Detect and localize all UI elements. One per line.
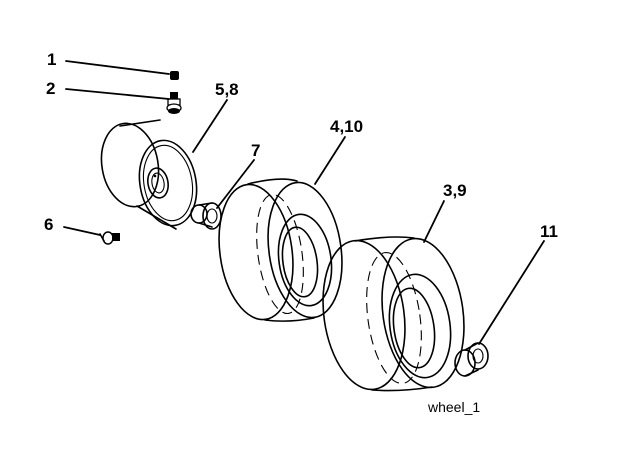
leader-lines — [63, 60, 545, 345]
callout-3-9: 3,9 — [443, 181, 467, 200]
diagram-caption: wheel_1 — [427, 399, 480, 415]
wheel-rim-part — [100, 119, 198, 230]
callout-2: 2 — [46, 79, 55, 98]
callout-7: 7 — [251, 141, 260, 160]
callout-1: 1 — [47, 50, 56, 69]
leader-6 — [63, 226, 101, 236]
rear-tire-part — [322, 236, 465, 392]
callout-6: 6 — [44, 215, 53, 234]
front-tire-part — [218, 178, 343, 322]
callout-4-10: 4,10 — [330, 117, 363, 136]
leader-11 — [478, 240, 545, 345]
leader-2 — [65, 88, 170, 100]
grease-fitting-part — [99, 231, 120, 245]
callout-11: 11 — [540, 222, 558, 241]
bearing-part — [454, 342, 489, 377]
valve-cap-part — [170, 71, 179, 80]
leader-7 — [216, 159, 255, 209]
leader-3-9 — [423, 200, 445, 243]
spacer-bushing-part — [190, 202, 222, 230]
leader-5-8 — [192, 99, 228, 153]
leader-1 — [65, 60, 170, 75]
callout-5-8: 5,8 — [215, 80, 239, 99]
leader-4-10 — [314, 136, 346, 185]
valve-stem-part — [166, 92, 182, 114]
